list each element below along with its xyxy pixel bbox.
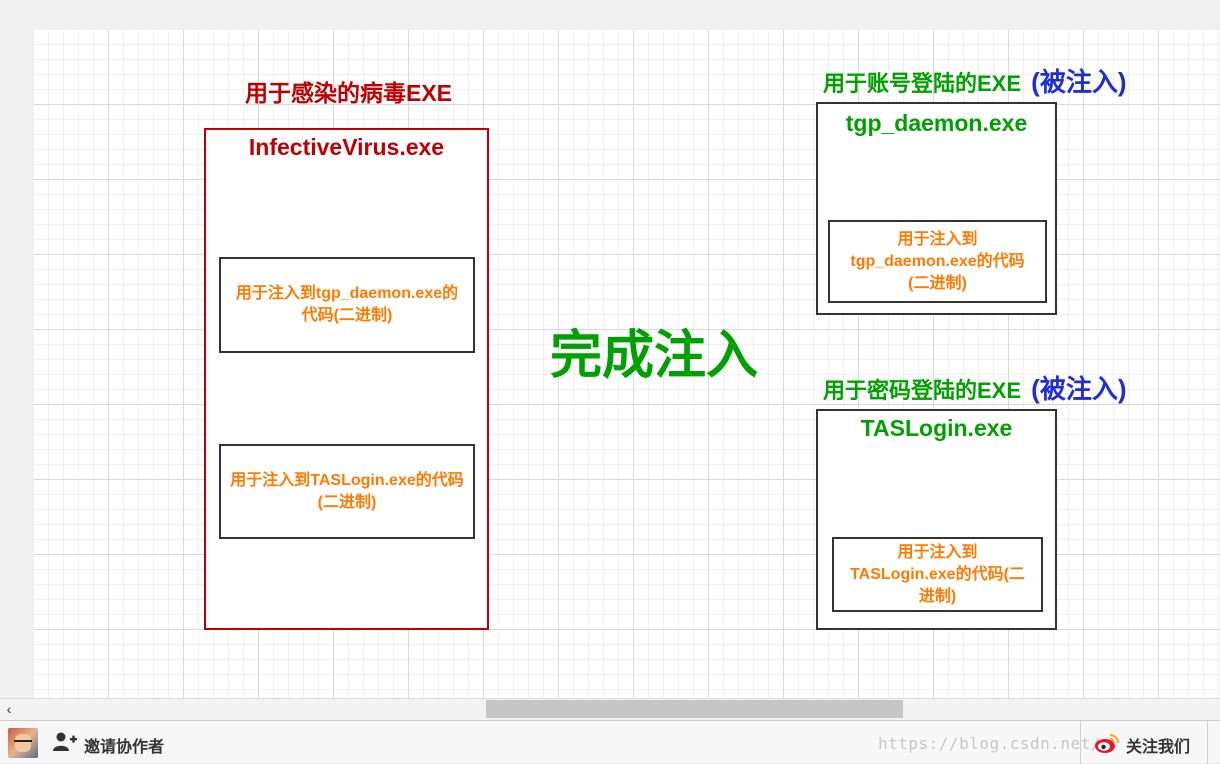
scrollbar-thumb[interactable] (486, 700, 903, 718)
taslogin-injected-code-block[interactable]: 用于注入到TASLogin.exe的代码(二进制) (832, 537, 1043, 612)
injection-complete-label: 完成注入 (550, 327, 759, 385)
account-exe-title: 用于账号登陆的EXE (被注入) (823, 62, 1126, 99)
account-exe-title-text: 用于账号登陆的EXE (823, 71, 1022, 96)
taslogin-box[interactable]: TASLogin.exe 用于注入到TASLogin.exe的代码(二进制) (816, 409, 1057, 630)
virus-taslogin-code-block[interactable]: 用于注入到TASLogin.exe的代码(二进制) (219, 444, 475, 539)
infective-virus-name: InfectiveVirus.exe (248, 134, 445, 160)
add-user-icon[interactable] (53, 731, 77, 753)
virus-tgp-code-block[interactable]: 用于注入到tgp_daemon.exe的代码(二进制) (219, 257, 475, 353)
bottom-bar: 邀请协作者 https://blog.csdn.net/ 关注我们 (0, 720, 1220, 764)
weibo-icon[interactable] (1094, 732, 1120, 754)
diagram-canvas[interactable]: 用于感染的病毒EXE InfectiveVirus.exe 用于注入到tgp_d… (34, 30, 1220, 698)
horizontal-scrollbar[interactable]: ‹ (0, 698, 1220, 720)
password-exe-title: 用于密码登陆的EXE (被注入) (823, 369, 1126, 406)
avatar[interactable] (8, 728, 38, 758)
invite-collaborator-button[interactable]: 邀请协作者 (84, 739, 165, 756)
follow-us-button[interactable]: 关注我们 (1126, 739, 1191, 756)
divider (1207, 721, 1208, 764)
taslogin-name: TASLogin.exe (860, 415, 1013, 441)
infective-virus-box[interactable]: InfectiveVirus.exe 用于注入到tgp_daemon.exe的代… (204, 128, 489, 630)
tgp-injected-code-block[interactable]: 用于注入到tgp_daemon.exe的代码(二进制) (828, 220, 1047, 303)
password-exe-title-text: 用于密码登陆的EXE (823, 378, 1022, 403)
canvas-area: 用于感染的病毒EXE InfectiveVirus.exe 用于注入到tgp_d… (34, 30, 1220, 698)
watermark-text: https://blog.csdn.net/ (878, 734, 1101, 753)
divider (1080, 721, 1081, 764)
avatar-glasses (14, 740, 32, 746)
account-injected-tag: (被注入) (1031, 67, 1127, 97)
tgp-daemon-name: tgp_daemon.exe (845, 110, 1028, 136)
password-injected-tag: (被注入) (1031, 374, 1127, 404)
scroll-left-icon[interactable]: ‹ (6, 701, 12, 717)
tgp-daemon-box[interactable]: tgp_daemon.exe 用于注入到tgp_daemon.exe的代码(二进… (816, 102, 1057, 315)
virus-exe-title: 用于感染的病毒EXE (245, 80, 453, 106)
avatar-face (15, 734, 31, 752)
